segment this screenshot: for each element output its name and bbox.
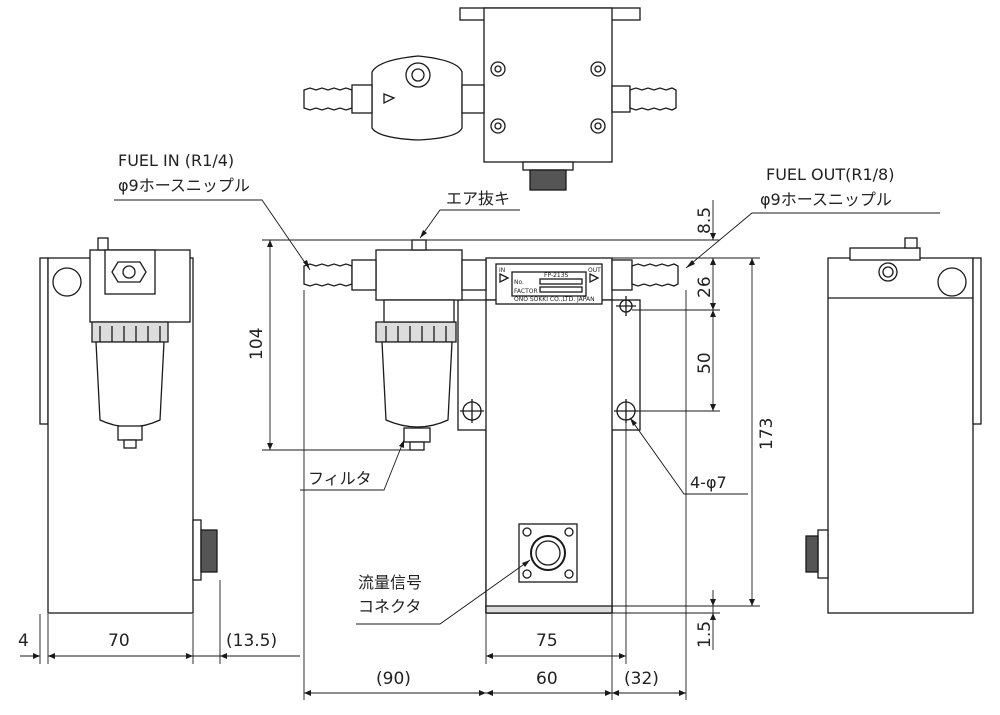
front-view: IN OUT FP-213S No. FACTOR ONO SOKKI CO.,… [303, 239, 679, 614]
nameplate-no: No. [514, 279, 524, 286]
dim-13-5: (13.5) [226, 631, 277, 651]
connector-label-1: 流量信号 [358, 573, 422, 592]
nameplate-out: OUT [588, 267, 601, 274]
dim-70: 70 [108, 631, 130, 651]
dim-104: 104 [247, 328, 267, 360]
callout-labels: FUEL IN (R1/4) φ9ホースニップル FUEL OUT(R1/8) … [118, 151, 894, 616]
dim-50: 50 [695, 352, 715, 374]
fuel-in-nipple-label: φ9ホースニップル [118, 176, 250, 195]
nameplate-model: FP-213S [544, 272, 569, 279]
dim-60: 60 [536, 669, 558, 689]
dim-90: (90) [376, 669, 411, 689]
nameplate-factor: FACTOR [514, 288, 538, 295]
fuel-out-label: FUEL OUT(R1/8) [766, 165, 894, 184]
right-side-view [805, 237, 982, 614]
nameplate-in: IN [499, 267, 505, 274]
dim-8-5: 8.5 [695, 207, 715, 234]
fuel-out-nipple-label: φ9ホースニップル [760, 190, 892, 209]
dimension-values: 4 70 (13.5) 75 (90) 60 (32) 104 8.5 26 5… [18, 207, 777, 689]
dim-75: 75 [536, 631, 558, 651]
top-view [303, 7, 677, 191]
filter-label: フィルタ [308, 469, 372, 488]
dim-1-5: 1.5 [695, 621, 715, 648]
left-side-view [39, 237, 218, 614]
dim-32: (32) [624, 669, 659, 689]
dim-173: 173 [757, 418, 777, 450]
connector-label-2: コネクタ [358, 597, 421, 616]
dim-26: 26 [695, 276, 715, 298]
dimension-lines [20, 199, 940, 700]
nameplate-maker: ONO SOKKI CO.,LTD. JAPAN [514, 296, 595, 303]
dim-4: 4 [18, 631, 29, 651]
holes-label: 4-φ7 [690, 473, 727, 492]
fuel-in-label: FUEL IN (R1/4) [118, 151, 234, 170]
air-vent-label: エア抜キ [446, 189, 510, 208]
